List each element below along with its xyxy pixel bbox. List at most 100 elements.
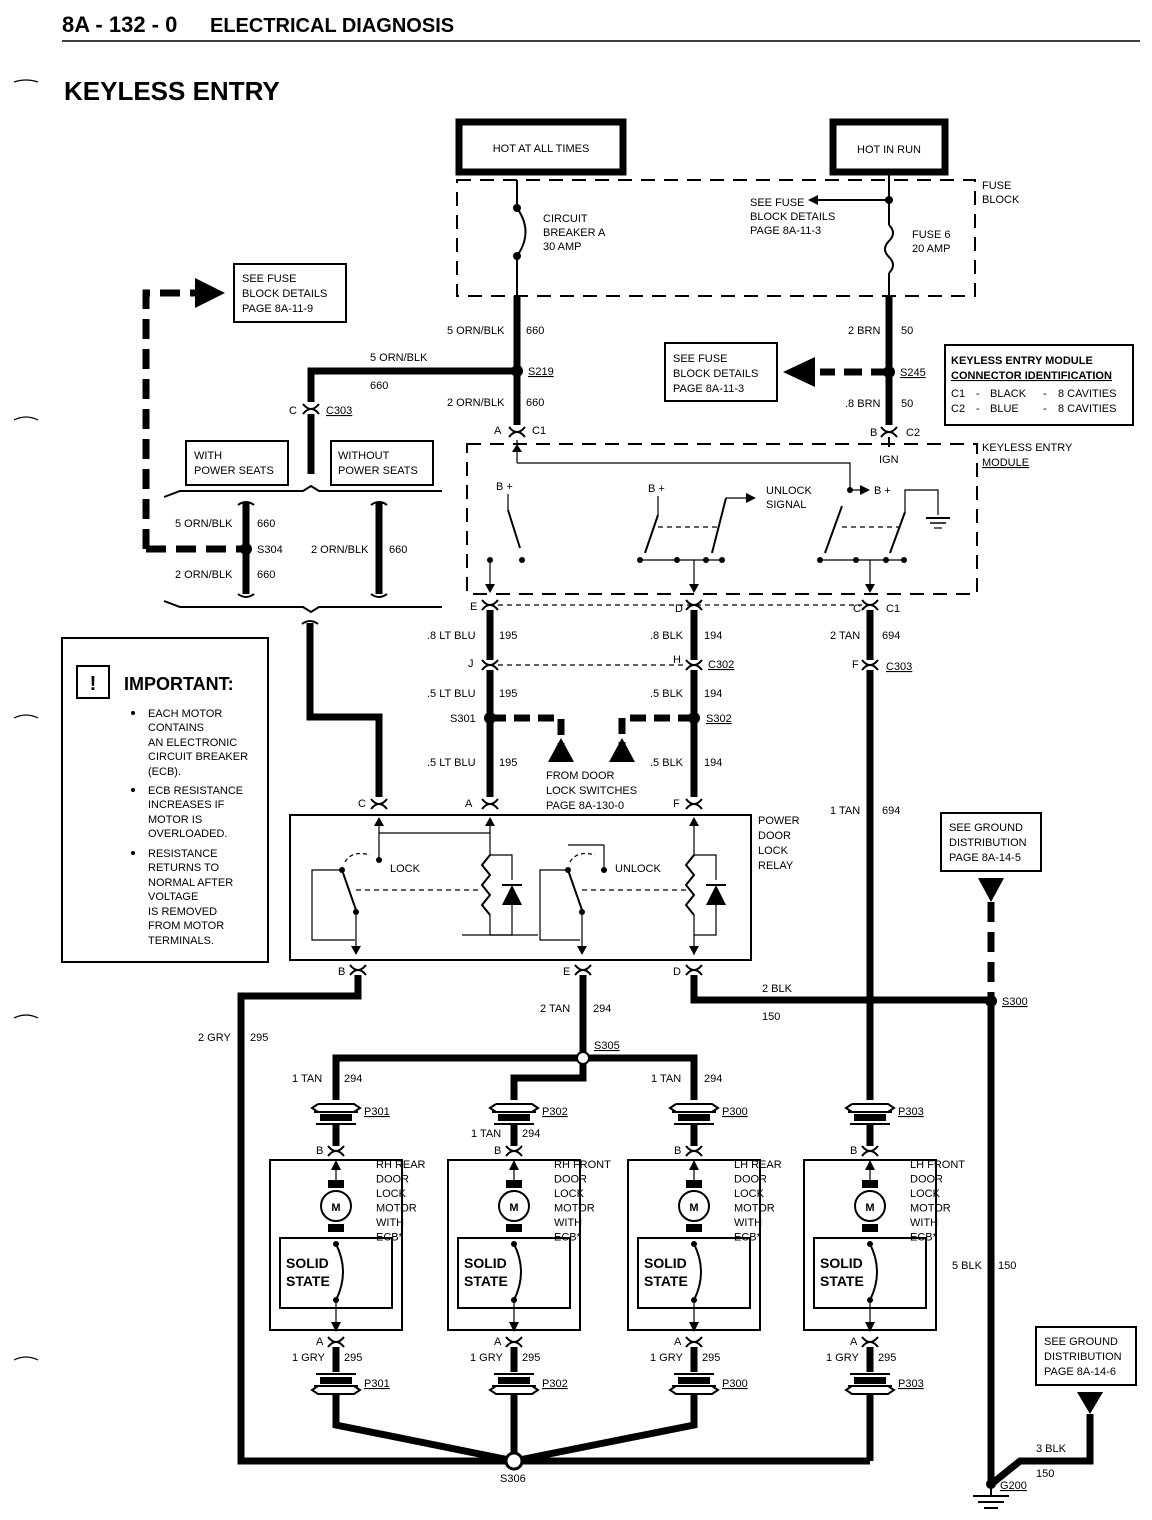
hot-at-all-times-label: HOT AT ALL TIMES bbox=[493, 143, 590, 155]
hot-in-run-box bbox=[829, 118, 949, 176]
important-text: FROM MOTOR bbox=[148, 920, 224, 932]
arrow-down-icon bbox=[577, 946, 587, 955]
switch-contact bbox=[719, 557, 725, 563]
important-text: RESISTANCE bbox=[148, 848, 217, 860]
relay-connector bbox=[349, 969, 367, 976]
arrow-down-icon bbox=[689, 584, 699, 593]
binder-mark bbox=[13, 714, 39, 719]
bplus-label: B + bbox=[874, 485, 891, 497]
connector-label: C2 bbox=[906, 427, 920, 439]
connector-label: C302 bbox=[708, 659, 734, 671]
motor-m-label: M bbox=[689, 1202, 698, 1214]
splice-label: S245 bbox=[900, 367, 926, 379]
wire-dashed bbox=[490, 714, 565, 745]
wire-dashed bbox=[142, 289, 195, 549]
wire-label: 660 bbox=[370, 380, 388, 392]
wire-label: 2 TAN bbox=[830, 630, 860, 642]
wire-label: 2 BRN bbox=[848, 325, 880, 337]
unlock-signal-1: UNLOCK bbox=[766, 485, 813, 497]
wire-label: 660 bbox=[526, 397, 544, 409]
wire-label: 294 bbox=[704, 1073, 722, 1085]
pin-label: A bbox=[465, 798, 473, 810]
arrow-right-icon bbox=[860, 485, 870, 495]
splice-label: S301 bbox=[450, 713, 476, 725]
relay-connector bbox=[370, 803, 388, 810]
internal-wire bbox=[311, 869, 355, 941]
connector-id-dash: - bbox=[976, 403, 980, 415]
inline-connector bbox=[310, 1103, 362, 1113]
motor-name-label: LOCK bbox=[554, 1188, 585, 1200]
connector-c1 bbox=[861, 604, 879, 611]
solid-state-label: SOLID bbox=[286, 1255, 329, 1271]
important-text: MOTOR IS bbox=[148, 814, 202, 826]
relay-connector bbox=[685, 969, 703, 976]
splice-label: S306 bbox=[500, 1473, 526, 1485]
arrow-up-icon bbox=[512, 444, 522, 452]
circuit-breaker-symbol bbox=[516, 207, 527, 257]
wire-label: 295 bbox=[702, 1352, 720, 1364]
switch-blade bbox=[711, 497, 727, 554]
wire-label: 295 bbox=[522, 1352, 540, 1364]
ref-ground-bottom-3: PAGE 8A-14-6 bbox=[1044, 1366, 1116, 1378]
wire-660-to-relay bbox=[306, 623, 383, 797]
wire-label: .5 BLK bbox=[650, 757, 684, 769]
important-text: INCREASES IF bbox=[148, 799, 225, 811]
option-bracket bbox=[163, 600, 442, 614]
relay-arm-path bbox=[344, 852, 371, 863]
connector-label: P301 bbox=[364, 1378, 390, 1390]
ecb-symbol bbox=[693, 1243, 702, 1301]
inline-connector bbox=[498, 1114, 530, 1121]
wire-label: .8 BRN bbox=[845, 398, 881, 410]
connector-id-dash: - bbox=[976, 388, 980, 400]
wire-label: 660 bbox=[257, 518, 275, 530]
motor-name-label: WITH bbox=[910, 1217, 938, 1229]
connector-label: C1 bbox=[532, 425, 546, 437]
wire-label: 150 bbox=[762, 1011, 780, 1023]
bullet bbox=[131, 711, 135, 715]
wire-label: 2 GRY bbox=[198, 1032, 231, 1044]
with-power-seats-box bbox=[185, 440, 289, 486]
important-text: VOLTAGE bbox=[148, 891, 198, 903]
internal-wire bbox=[517, 462, 851, 490]
connector-c1 bbox=[508, 431, 526, 438]
internal-wire bbox=[379, 832, 491, 855]
inline-connector bbox=[488, 1385, 540, 1395]
motor-name-label: LH FRONT bbox=[910, 1159, 965, 1171]
relay-connector bbox=[685, 803, 703, 810]
ecb-symbol bbox=[335, 1243, 344, 1301]
hot-in-run-label: HOT IN RUN bbox=[857, 144, 921, 156]
notice-icon bbox=[76, 665, 110, 699]
motor-name-label: MOTOR bbox=[734, 1203, 775, 1215]
motor-icon bbox=[320, 1190, 352, 1222]
pin-label: F bbox=[673, 798, 680, 810]
fuse6-label-1: FUSE 6 bbox=[912, 229, 951, 241]
connector-id-cav: 8 CAVITIES bbox=[1058, 403, 1116, 415]
wire-label: 694 bbox=[882, 805, 900, 817]
switch-contact bbox=[883, 557, 889, 563]
inline-connector bbox=[844, 1103, 896, 1113]
wire-label: 1 GRY bbox=[292, 1352, 325, 1364]
wire-label: 194 bbox=[704, 630, 722, 642]
wire-150 bbox=[690, 975, 991, 1004]
arrow-up-icon bbox=[374, 817, 384, 826]
pin-label: J bbox=[468, 658, 474, 670]
motor-brush bbox=[862, 1224, 878, 1232]
connector-id-title-1: KEYLESS ENTRY MODULE bbox=[951, 355, 1093, 367]
ref-fuse-mid-3: PAGE 8A-11-3 bbox=[673, 383, 744, 395]
motor-name-label: RH FRONT bbox=[554, 1159, 611, 1171]
pin-label: A bbox=[494, 1336, 502, 1348]
relay-connector bbox=[574, 969, 592, 976]
solid-state-label: STATE bbox=[286, 1273, 330, 1289]
internal-wire bbox=[693, 905, 717, 936]
ref-box-fuse-mid bbox=[664, 342, 778, 402]
relay-coil bbox=[480, 854, 492, 916]
wire-label: 5 ORN/BLK bbox=[447, 325, 505, 337]
wire-label: 195 bbox=[499, 630, 517, 642]
switch-contact bbox=[703, 557, 709, 563]
ref-ground-bottom-1: SEE GROUND bbox=[1044, 1336, 1118, 1348]
from-door-2: LOCK SWITCHES bbox=[546, 785, 637, 797]
wire-label: .8 BLK bbox=[650, 630, 684, 642]
motor-name-label: ECB* bbox=[734, 1232, 762, 1244]
